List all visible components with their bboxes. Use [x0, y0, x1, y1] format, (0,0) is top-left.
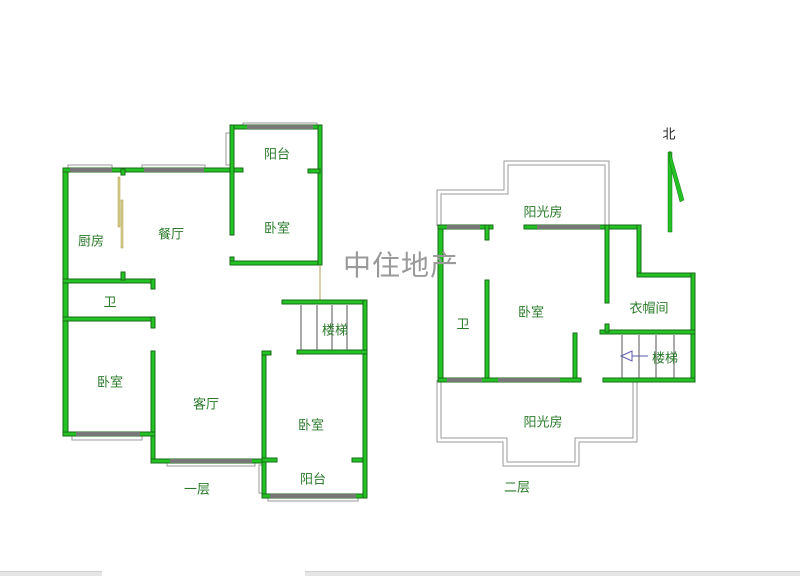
stair-direction-arrow-icon: [619, 350, 648, 362]
room-bedroom-se: 卧室: [297, 418, 325, 434]
room-kitchen: 厨房: [77, 234, 105, 250]
room-bathroom-2: 卫: [456, 317, 470, 333]
floor2-walls: [437, 224, 696, 383]
room-bedroom-w: 卧室: [96, 375, 124, 391]
scrollbar-left[interactable]: [0, 571, 102, 576]
north-label: 北: [662, 127, 676, 143]
room-bedroom-2: 卧室: [517, 305, 545, 321]
floor1-walls: [62, 122, 368, 502]
room-stairs: 楼梯: [321, 323, 349, 339]
floor2-title: 二层: [503, 480, 531, 496]
room-dining: 餐厅: [157, 227, 185, 243]
room-sunroom-top: 阳光房: [523, 205, 563, 221]
scrollbar-right[interactable]: [305, 571, 800, 576]
room-bedroom-ne: 卧室: [263, 221, 291, 237]
room-stairs-2: 楼梯: [651, 351, 679, 367]
room-bathroom: 卫: [103, 295, 117, 311]
floor1-stair-treads: [300, 305, 348, 350]
room-living: 客厅: [192, 397, 220, 413]
north-arrow-icon: [667, 150, 685, 233]
window: [225, 132, 231, 166]
window: [71, 435, 143, 441]
floor2-sunroom-outlines: [436, 160, 638, 467]
room-sunroom-bottom: 阳光房: [523, 415, 563, 431]
watermark: 中住地产: [343, 249, 460, 282]
room-cloakroom: 衣帽间: [629, 301, 669, 317]
room-balcony-top: 阳台: [263, 147, 291, 163]
floor1-title: 一层: [183, 482, 211, 498]
room-balcony-bottom: 阳台: [299, 472, 327, 488]
